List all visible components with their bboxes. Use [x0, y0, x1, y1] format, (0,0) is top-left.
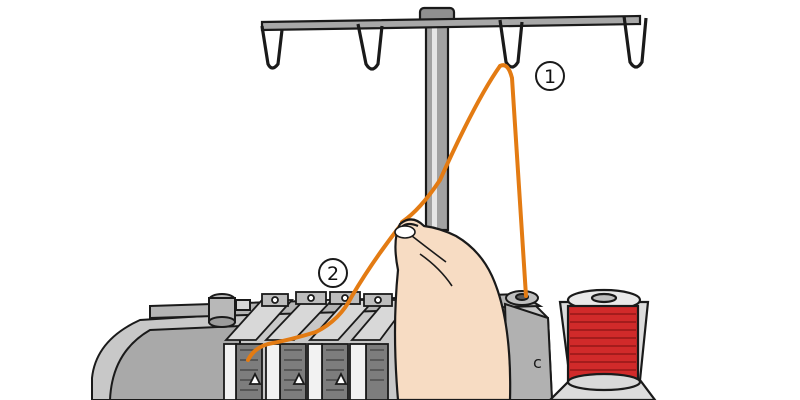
cone-base-icon	[505, 290, 539, 306]
callout-2: 2	[318, 258, 348, 288]
thread-stand-icon	[260, 6, 648, 232]
tension-dials-icon	[223, 291, 412, 400]
callout-2-label: 2	[327, 263, 339, 285]
thread-spool-icon	[548, 288, 657, 400]
hand-icon	[393, 218, 512, 400]
callout-1: 1	[535, 61, 565, 91]
callout-1-label: 1	[544, 66, 556, 88]
thread-path	[246, 63, 528, 362]
svg-text:c: c	[533, 353, 542, 372]
